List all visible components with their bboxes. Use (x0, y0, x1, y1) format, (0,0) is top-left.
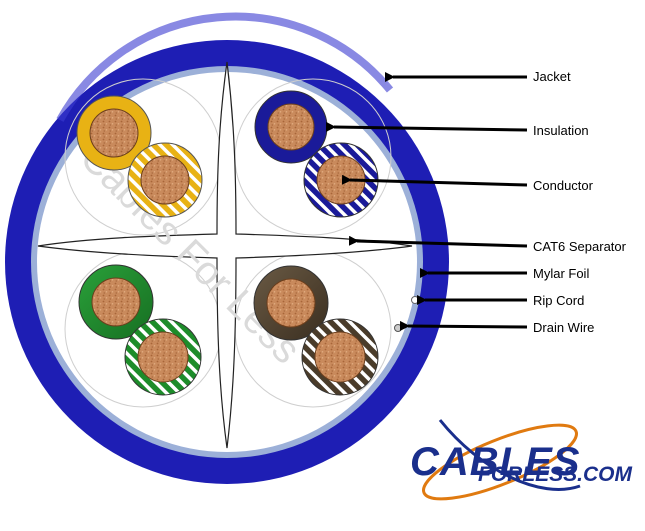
arrow-icon (348, 235, 528, 248)
conductor-blue (267, 103, 315, 151)
conductor-brown-white (314, 331, 366, 383)
logo-line2: FORLESS.COM (478, 463, 633, 486)
drain-wire (394, 324, 402, 332)
orange-pair (76, 95, 203, 218)
arrow-icon (399, 320, 528, 331)
conductor-brown (266, 278, 316, 328)
callout-arrows (325, 72, 528, 331)
green-pair (78, 264, 202, 396)
conductor-orange-white (140, 155, 190, 205)
arrow-icon (341, 174, 528, 187)
label-cat6-separator: CAT6 Separator (533, 239, 627, 254)
rip-cord (411, 296, 419, 304)
label-jacket: Jacket (533, 69, 571, 84)
label-drain-wire: Drain Wire (533, 320, 594, 335)
brown-pair (253, 265, 379, 396)
label-mylar-foil: Mylar Foil (533, 266, 589, 281)
logo-line1: CABLES (410, 440, 580, 484)
label-insulation: Insulation (533, 123, 589, 138)
arrow-icon (325, 121, 528, 132)
conductor-green-white (137, 331, 189, 383)
label-conductor: Conductor (533, 178, 594, 193)
cat6-separator (37, 61, 413, 449)
conductor-green (91, 277, 141, 327)
conductor-orange (89, 108, 139, 158)
cablesforless-logo: CABLES FORLESS.COM (410, 419, 633, 501)
label-rip-cord: Rip Cord (533, 293, 584, 308)
